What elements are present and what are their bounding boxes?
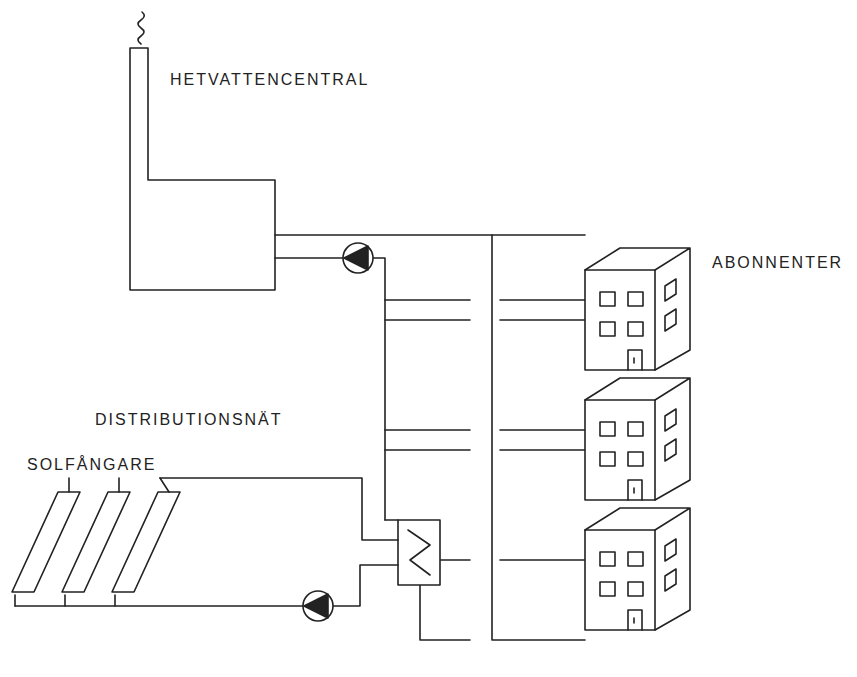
- branch-pipes: [385, 300, 585, 450]
- return-pipe: [420, 585, 470, 640]
- solar-collectors: [12, 478, 180, 592]
- heat-exchanger: [385, 520, 440, 585]
- smoke: [138, 12, 144, 44]
- pump-symbol: [343, 243, 373, 273]
- apartment-building: [585, 508, 690, 630]
- supply-pipe: [492, 235, 585, 640]
- apartment-building: [585, 378, 690, 500]
- pump-symbol: [303, 591, 333, 621]
- branch-pipes: [440, 559, 585, 561]
- collector-pipe: [15, 595, 115, 606]
- apartment-building: [585, 248, 690, 370]
- supply-pipe: [275, 234, 585, 236]
- diagram-label: HETVATTENCENTRAL: [170, 72, 369, 88]
- return-pipe: [275, 258, 385, 520]
- collector-pipe: [160, 478, 398, 540]
- diagram-label: ABONNENTER: [712, 255, 843, 271]
- diagram-label: SOLFÅNGARE: [27, 457, 156, 473]
- diagram-label: DISTRIBUTIONSNÄT: [95, 412, 283, 428]
